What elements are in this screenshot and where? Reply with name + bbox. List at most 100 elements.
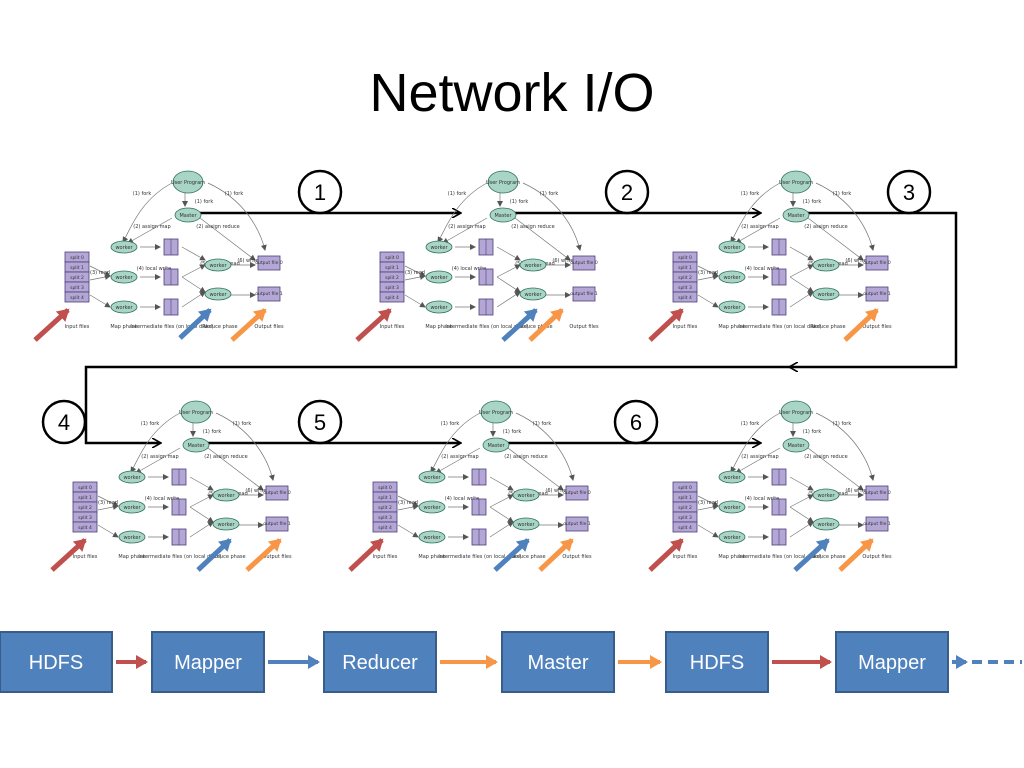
diagram-edge [496,246,521,261]
diagram-edge [496,276,521,293]
write-label: (6) write [845,258,866,264]
split-box [64,291,90,303]
red-flow-arrow [50,538,87,572]
master-label: Master [179,213,197,219]
chain-box-label: HDFS [690,652,744,674]
split-box [372,521,398,533]
map-worker-node [425,240,453,254]
master-node [782,437,810,453]
split-label: split 4 [70,295,84,301]
diagram-edge [135,447,181,474]
reduce-worker-node [812,287,840,301]
read-label: (3) read [398,500,418,506]
diagram-edges [397,412,575,540]
user-program-node [780,400,812,424]
split-label: split 4 [385,295,399,301]
split-label: split 2 [678,275,692,281]
diagram-edge [489,521,514,538]
diagram-edges [697,412,875,540]
split-label: split 1 [70,265,84,271]
chain-box-rect [501,631,615,693]
diagram-edge [181,264,206,278]
connector-wrap [84,365,790,443]
split-box [672,291,698,303]
phase-label: Output files [862,554,892,560]
slide-title: Network I/O [369,63,655,123]
diagram-edge [89,294,111,308]
reduce-worker-node [212,488,240,502]
orange-flow-arrow [245,538,282,572]
phase-label: Map phase [118,554,145,560]
map-worker-node [718,240,746,254]
worker-label: worker [723,475,741,481]
diagram-edge [397,524,419,538]
step-circle-3 [886,169,932,215]
split-label: split 3 [678,515,692,521]
split-label: split 0 [385,255,399,261]
phase-label: Reduce phase [210,554,245,560]
phase-label: Output files [569,324,599,330]
orange-flow-arrow [843,308,879,342]
chain-box-label: Mapper [858,652,926,674]
split-label: split 0 [70,255,84,261]
phase-label: Output files [562,554,592,560]
blue-flow-arrow [196,538,232,572]
map-worker-node [118,530,146,544]
split-label: split 3 [678,285,692,291]
diagram-edge [730,412,781,473]
local-write-label: (4) local write [145,496,179,502]
phase-label: Map phase [718,554,745,560]
reduce-worker-node [204,258,232,272]
phase-label: Input files [65,324,90,330]
worker-label: worker [723,275,741,281]
worker-label: worker [817,292,835,298]
diagram-edges [404,182,582,310]
worker-label: worker [723,505,741,511]
diagram-edge [789,494,814,508]
worker-label: worker [123,475,141,481]
fork-label-right: (1) fork [833,191,852,197]
step-number-1: 1 [314,180,326,205]
worker-label: worker [517,493,535,499]
map-worker-node [418,500,446,514]
diagram-edge [442,217,488,244]
chain-box-label: Mapper [174,652,242,674]
diagram-edge [697,274,719,281]
worker-label: worker [115,305,133,311]
split-box [672,521,698,533]
diagram-edge [215,412,275,481]
output-file-label: output file 1 [563,521,591,527]
split-label: split 1 [378,495,392,501]
map-worker-node [418,470,446,484]
output-file-label: output file 0 [563,490,591,496]
red-flow-arrow [648,538,684,572]
user-program-node [180,400,212,424]
chain-box-master: Master [501,631,615,693]
map-worker-node [425,270,453,284]
phase-label: Intermediate files (on local disks) [445,324,528,330]
local-write-label: (4) local write [445,496,479,502]
diagram-edge [489,494,514,508]
diagram-edge [807,447,864,491]
blue-flow-arrow [178,308,212,340]
assign-map-label: (2) assign map [741,224,778,230]
phase-label: Intermediate files (on local disks) [738,554,821,560]
worker-label: worker [524,292,542,298]
phase-label: Input files [73,554,98,560]
mapreduce-diagram: User Program(1) fork(1) fork(1) forkMast… [64,170,284,330]
map-worker-node [718,470,746,484]
red-flow-arrow [648,308,684,342]
fork-label-mid: (1) fork [503,429,522,435]
fork-label-left: (1) fork [741,191,760,197]
local-write-label: (4) local write [745,496,779,502]
diagram-edge [789,276,814,293]
chain-box-label: HDFS [29,652,83,674]
step-circle-1 [297,169,343,215]
user-program-node [487,170,519,194]
fork-label-mid: (1) fork [803,199,822,205]
map-worker-node [118,470,146,484]
diagram-edge [435,447,481,474]
reduce-worker-node [512,488,540,502]
